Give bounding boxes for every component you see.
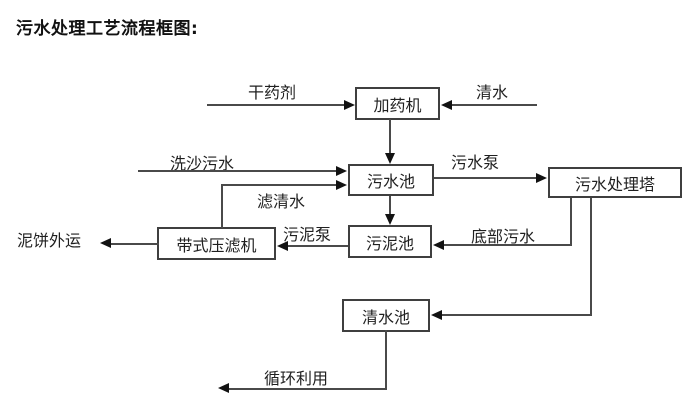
arrowhead-dosing-to-sewage-pool: [385, 153, 395, 164]
edge-label-sewage-pump: 污水泵: [451, 153, 500, 172]
edge-label-recycle-use: 循环利用: [264, 369, 329, 388]
edge-recycle-line: [227, 388, 387, 390]
edge-label-bottom-sewage: 底部污水: [471, 227, 536, 246]
node-sludge-pool-label: 污泥池: [365, 233, 414, 253]
edge-filtered-water-line-v: [221, 184, 223, 228]
node-dosing-machine-label: 加药机: [373, 95, 422, 115]
node-belt-filter-press: 带式压滤机: [157, 227, 276, 260]
node-treatment-tower: 污水处理塔: [548, 167, 682, 198]
edge-label-filtered-water: 滤清水: [257, 192, 306, 211]
edge-tower-to-clean-pool-line-h: [440, 314, 592, 316]
edge-sewage-pool-to-sludge-pool-line: [389, 196, 391, 216]
arrowhead-sand-wash-into-pool: [336, 166, 347, 176]
edge-label-mud-cake-out: 泥饼外运: [17, 231, 82, 250]
edge-label-dry-agent: 干药剂: [248, 83, 297, 102]
edge-label-sand-wash-sewage: 洗沙污水: [170, 154, 235, 173]
arrowhead-pool-to-sludge: [385, 214, 395, 225]
edge-dry-agent-line: [207, 104, 347, 106]
arrowhead-clean-water-into-dosing: [441, 100, 452, 110]
node-sewage-pool-label: 污水池: [366, 172, 415, 191]
arrowhead-sludge-into-press: [277, 241, 288, 251]
edge-dosing-to-sewage-pool-line: [389, 119, 391, 155]
arrowhead-into-clean-pool: [431, 310, 442, 320]
arrowhead-recycle-out: [218, 383, 229, 393]
edge-sand-wash-line: [138, 170, 338, 172]
arrowhead-bottom-into-sludge: [433, 240, 444, 250]
edge-bottom-sewage-line-v: [570, 198, 572, 246]
edge-tower-to-clean-pool-line-v: [590, 198, 592, 316]
page-title: 污水处理工艺流程框图:: [16, 19, 199, 39]
node-treatment-tower-label: 污水处理塔: [574, 174, 655, 194]
edge-sewage-pump-line: [434, 177, 538, 179]
edge-label-sludge-pump: 污泥泵: [283, 225, 332, 244]
node-sludge-pool: 污泥池: [348, 225, 432, 258]
edge-filtered-water-line-h: [222, 184, 338, 186]
arrowhead-dry-agent-into-dosing: [344, 100, 355, 110]
node-clean-water-pool-label: 清水池: [361, 307, 410, 327]
arrowhead-filtered-into-pool: [336, 180, 347, 190]
edge-label-clean-water: 清水: [476, 83, 509, 102]
node-dosing-machine: 加药机: [355, 87, 440, 120]
edge-bottom-sewage-line-h: [442, 244, 572, 246]
node-clean-water-pool: 清水池: [342, 299, 430, 332]
arrowhead-mud-cake-out: [100, 238, 111, 248]
arrowhead-pump-into-tower: [536, 173, 547, 183]
edge-mud-cake-line: [109, 243, 159, 245]
edge-clean-water-line: [450, 104, 537, 106]
node-belt-filter-press-label: 带式压滤机: [176, 235, 257, 255]
edge-clean-pool-down-line: [385, 330, 387, 390]
node-sewage-pool: 污水池: [348, 164, 434, 196]
edge-sludge-pump-line: [286, 245, 348, 247]
